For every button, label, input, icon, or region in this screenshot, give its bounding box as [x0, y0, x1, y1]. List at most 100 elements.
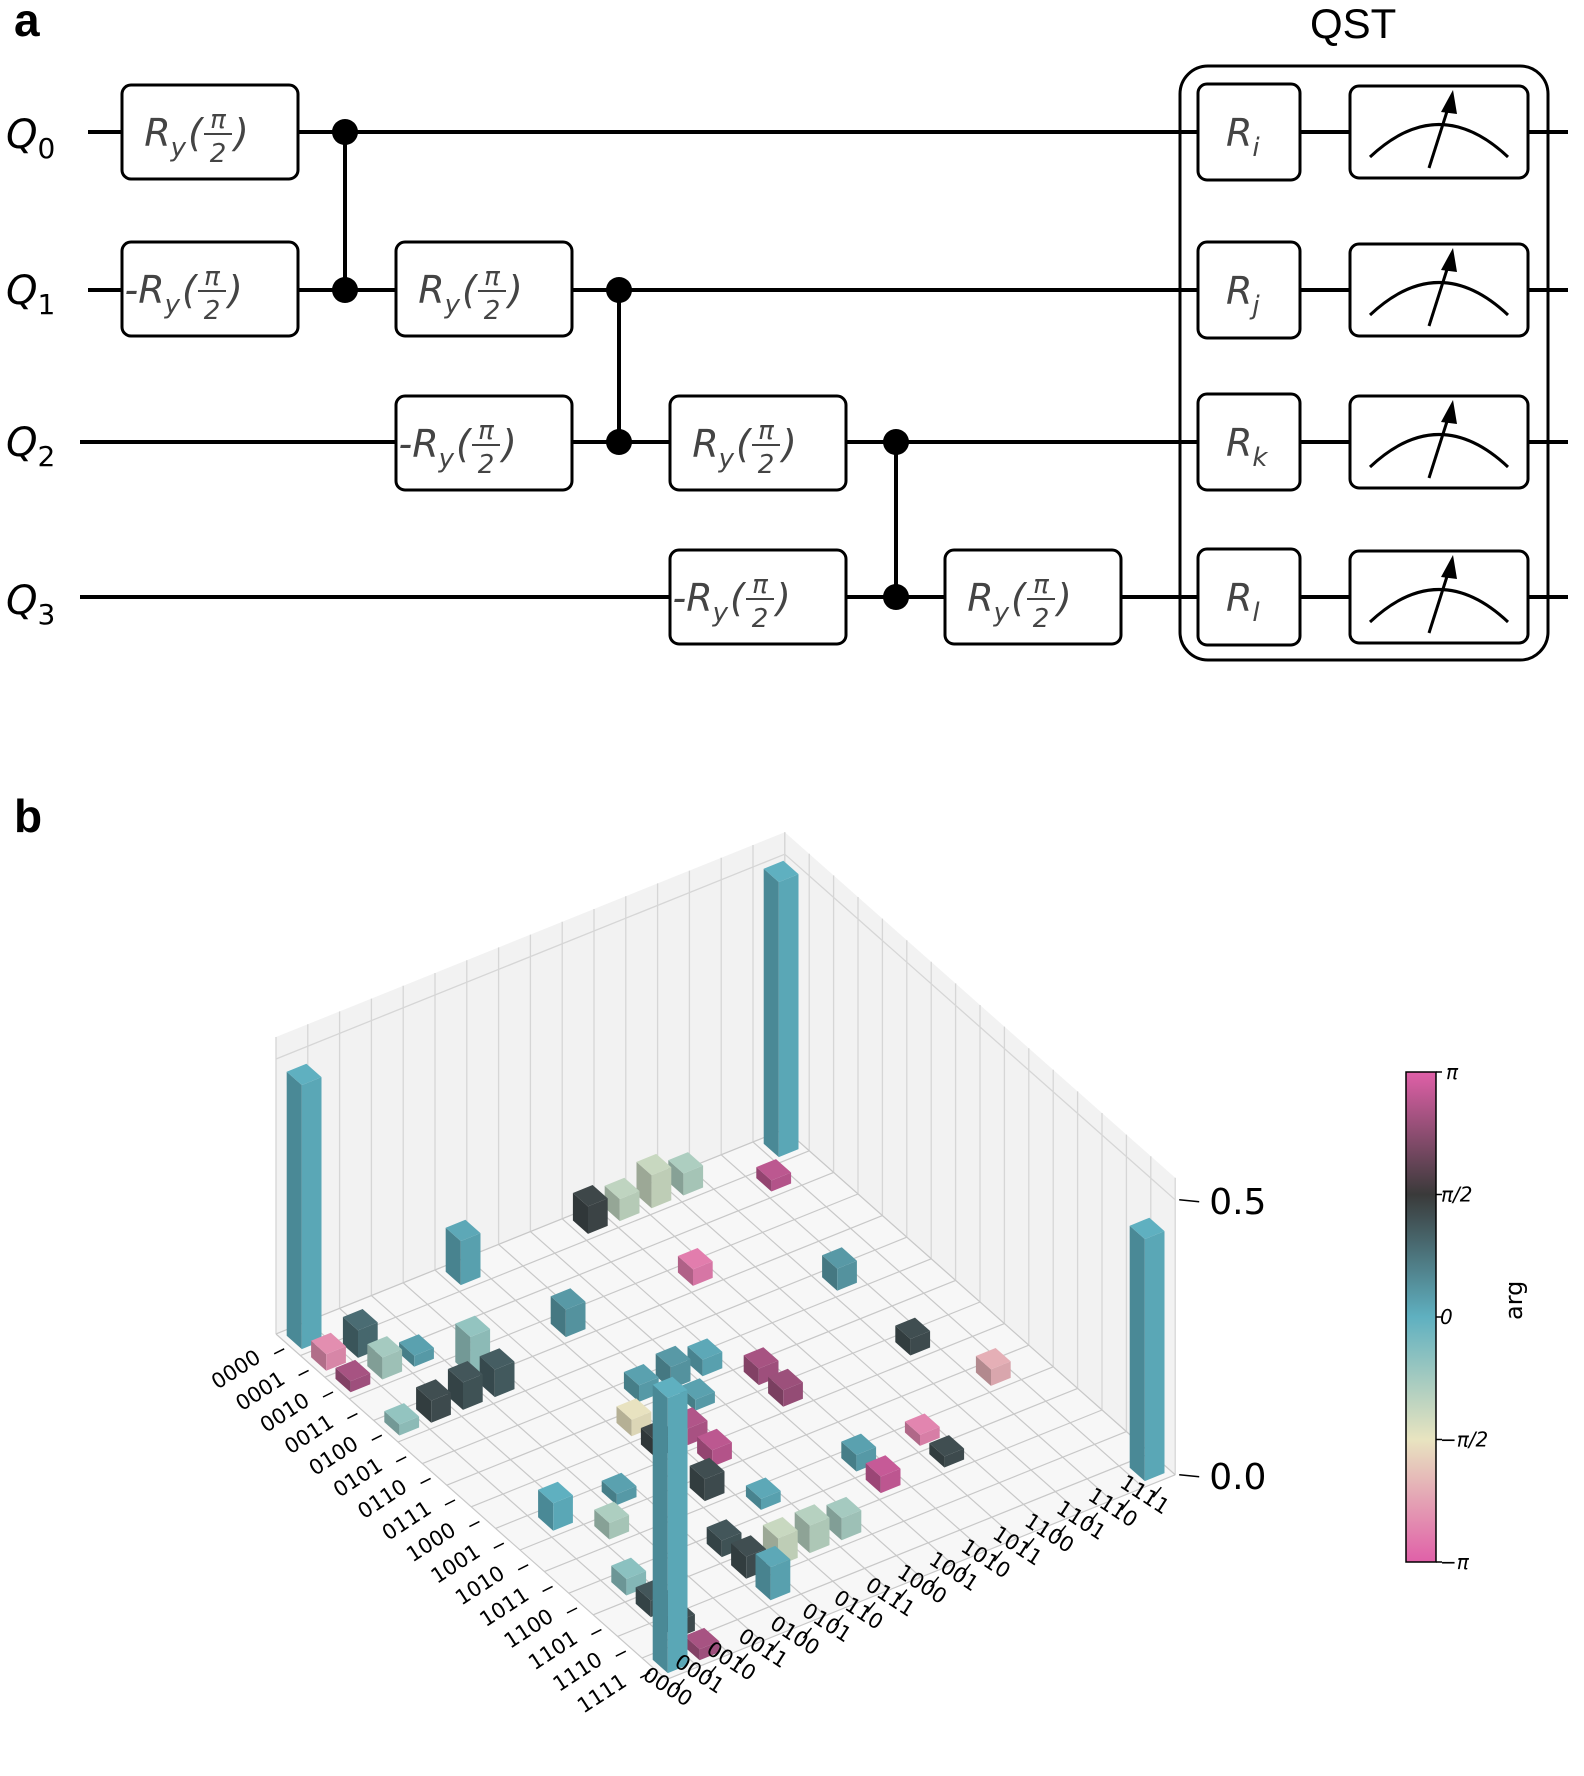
gate-label: -Ry	[398, 422, 454, 474]
bar-0111-0101	[616, 1398, 652, 1437]
z-tick-label: 0.0	[1209, 1457, 1266, 1498]
gate-neg-ry-q1: -Ry(π2)	[120, 240, 300, 338]
bar-1111-0001	[684, 1627, 720, 1661]
qubit-label-q0: Q0	[6, 112, 55, 165]
bar-1001-0011	[601, 1472, 637, 1506]
measurement-meter-icon	[1348, 549, 1530, 645]
gate-fraction-num: π	[478, 416, 494, 446]
bar-1010-0010	[594, 1501, 630, 1540]
colorbar	[1405, 1071, 1437, 1563]
bar-1100-1011	[929, 1435, 965, 1468]
gate-ry-q3: Ry(π2)	[943, 548, 1123, 646]
bar-0101-1101	[822, 1247, 857, 1291]
gate-fraction-den: 2	[204, 296, 221, 326]
qst-rotation-label: Rk	[1226, 421, 1268, 473]
gate-label: Ry	[144, 111, 186, 163]
gate-paren-close: )	[499, 422, 517, 466]
bar-0001-0001	[342, 1309, 378, 1358]
gate-ry-q2: Ry(π2)	[668, 394, 848, 492]
qubit-label-q1: Q1	[6, 268, 55, 321]
gate-fraction-den: 2	[752, 604, 769, 634]
gate-neg-ry-q3: -Ry(π 2)	[668, 548, 848, 646]
bar-1101-0110	[794, 1504, 830, 1554]
bar-0000-1100	[668, 1152, 704, 1196]
qubit-label-q2: Q2	[6, 420, 55, 473]
gate-paren-open: (	[730, 576, 747, 620]
gate-paren-open: (	[1011, 576, 1028, 620]
measurement-meter-icon	[1348, 84, 1530, 180]
gate-ry-q0: Ry(π 2)	[120, 83, 300, 181]
gate-paren-open: (	[188, 111, 205, 155]
z-tick-label: 0.5	[1209, 1182, 1266, 1223]
bar-1000-1001	[768, 1368, 803, 1407]
bar-1111-0000	[652, 1376, 688, 1674]
measurement-meter-icon	[1348, 394, 1530, 490]
bar-0010-0010	[399, 1334, 434, 1367]
qst-box	[1178, 64, 1550, 662]
gate-neg-ry-q2: -Ry(π2)	[394, 394, 574, 492]
gate-fraction-num: π	[484, 262, 500, 292]
density-matrix-chart: 0000000100100011010001010110011110001001…	[207, 832, 1266, 1718]
qst-rotation-l: Rl	[1196, 547, 1302, 647]
bar-1011-0110	[745, 1477, 781, 1510]
bar-0001-0000	[311, 1332, 346, 1371]
gate-paren-close: )	[1054, 576, 1072, 620]
cz-dot-q3	[883, 584, 909, 610]
gate-label: Ry	[418, 268, 460, 320]
bar-1111-1111	[1129, 1217, 1165, 1482]
gate-paren-close: )	[231, 111, 249, 155]
gate-fraction-num: π	[204, 262, 220, 292]
gate-label: -Ry	[672, 576, 728, 628]
measurement-meter-icon	[1348, 242, 1530, 338]
gate-fraction-num: π	[758, 416, 774, 446]
bar-0000-1111	[763, 860, 799, 1158]
bar-0010-0000	[335, 1359, 371, 1393]
bar-0100-0010	[447, 1361, 483, 1410]
qst-rotation-k: Rk	[1196, 392, 1302, 492]
bar-1100-0001	[611, 1557, 647, 1596]
bar-0010-0001	[367, 1336, 403, 1380]
gate-paren-close: )	[505, 268, 523, 312]
colorbar-tick-label: −π/2	[1440, 1428, 1488, 1452]
bar-0100-0000	[384, 1403, 420, 1436]
bar-0011-0110	[550, 1288, 586, 1338]
panel-label-a: a	[14, 0, 40, 46]
qst-rotation-label: Rj	[1226, 269, 1260, 321]
qst-title: QST	[1310, 0, 1396, 47]
cz-dot-q1	[332, 277, 358, 303]
gate-fraction-den: 2	[210, 139, 227, 169]
bar-1010-1110	[975, 1348, 1011, 1386]
qst-rotation-label: Rl	[1226, 576, 1260, 628]
bar-1101-0111	[826, 1496, 862, 1541]
gate-fraction-den: 2	[1033, 604, 1050, 634]
gate-label: Ry	[692, 422, 734, 474]
colorbar-tick-label: π/2	[1441, 1183, 1473, 1207]
quantum-circuit: Q0 Q1 Q2 Q3 Ry(π2)-Ry(π2)Ry(π2)-Ry(π2)Ry…	[6, 0, 1568, 662]
gate-fraction-den: 2	[484, 296, 501, 326]
qubit-label-q3: Q3	[6, 578, 55, 631]
gate-fraction-num: π	[752, 570, 768, 600]
bar-0000-0000	[286, 1063, 322, 1350]
bar-0100-0011	[479, 1348, 515, 1398]
bar-1100-1001	[865, 1455, 901, 1494]
gate-paren-close: )	[225, 268, 243, 312]
bar-0000-0101	[445, 1219, 481, 1286]
gate-label: -Ry	[124, 268, 180, 320]
bar-0001-1110	[756, 1159, 792, 1192]
bar-1001-0001	[538, 1481, 573, 1531]
bar-0011-1010	[677, 1248, 713, 1286]
gate-paren-close: )	[773, 576, 791, 620]
bar-0100-0001	[416, 1379, 451, 1423]
gate-paren-open: (	[736, 422, 753, 466]
cz-dot-q2	[606, 429, 632, 455]
gate-fraction-num: π	[1033, 570, 1049, 600]
colorbar-tick-label: 0	[1440, 1305, 1453, 1329]
bar-0000-1011	[636, 1153, 672, 1209]
bar-1010-0101	[689, 1457, 725, 1502]
panel-label-b: b	[14, 790, 42, 842]
bar-1011-1011	[904, 1413, 940, 1446]
bar-1000-1101	[895, 1317, 931, 1356]
gate-fraction-num: π	[210, 105, 226, 135]
bar-0000-1001	[572, 1185, 608, 1234]
